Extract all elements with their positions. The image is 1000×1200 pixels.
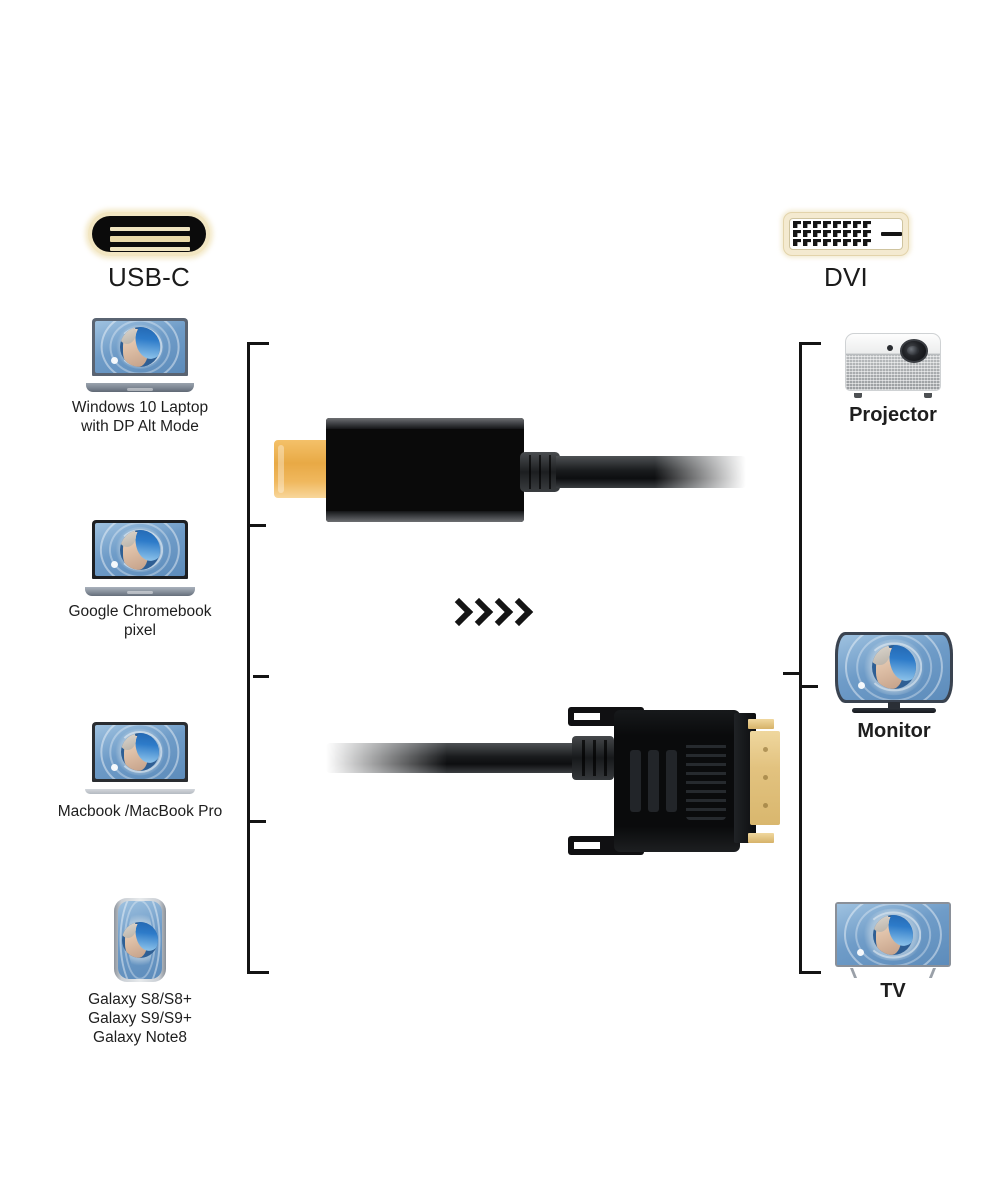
usb-c-strain-relief (520, 452, 560, 492)
bracket-spine (799, 342, 802, 974)
usb-c-plug-tip (274, 440, 334, 498)
device-label-line: pixel (124, 622, 156, 639)
chevron-right-icon (467, 598, 484, 628)
bracket-tick (802, 685, 818, 688)
usb-c-bar (110, 236, 190, 242)
source-device-macbook: Macbook /MacBook Pro (30, 722, 250, 821)
device-label-line: Projector (849, 404, 937, 426)
bracket-cap-top (247, 342, 269, 345)
dvi-plug-icon (326, 707, 786, 855)
dvi-port-label: DVI (824, 262, 868, 292)
bracket-tick (250, 524, 266, 527)
target-device-monitor: Monitor (812, 632, 976, 743)
device-label-line: Monitor (857, 720, 931, 742)
chevron-right-icon (447, 598, 464, 628)
device-label-line: TV (880, 980, 906, 1002)
device-label-line: Google Chromebook (68, 603, 212, 620)
dvi-contact-plate (750, 731, 780, 825)
device-label-line: with DP Alt Mode (81, 418, 199, 435)
signal-flow-arrows (447, 598, 524, 628)
macbook-icon (84, 722, 196, 794)
dvi-blade-pin (881, 232, 902, 236)
tv-icon (835, 902, 951, 978)
laptop-icon (86, 318, 194, 392)
source-device-chromebook: Google Chromebook pixel (30, 520, 250, 640)
bracket-tick (783, 672, 799, 675)
source-device-galaxy-phones: Galaxy S8/S8+ Galaxy S9/S9+ Galaxy Note8 (30, 898, 250, 1047)
chevron-right-icon (507, 598, 524, 628)
target-device-projector: Projector (818, 330, 968, 427)
bracket-tick (250, 820, 266, 823)
monitor-icon (835, 632, 953, 716)
bracket-spine (247, 342, 250, 974)
usb-c-port-label: USB-C (108, 262, 190, 292)
bracket-cap-top (799, 342, 821, 345)
device-label-line: Galaxy Note8 (93, 1029, 187, 1046)
bracket-cap-bottom (799, 971, 821, 974)
device-label-line: Galaxy S9/S9+ (88, 1010, 192, 1027)
cable-wire-lower (326, 743, 578, 773)
usb-c-body (92, 216, 206, 252)
usb-c-bar (110, 227, 190, 231)
source-device-windows-laptop: Windows 10 Laptop with DP Alt Mode (30, 318, 250, 436)
dvi-alignment-pin (748, 833, 774, 843)
cable-wire-upper (556, 456, 746, 488)
bracket-tick (253, 675, 269, 678)
bracket-cap-bottom (247, 971, 269, 974)
chevron-right-icon (487, 598, 504, 628)
usb-c-bar (110, 247, 190, 251)
dvi-pin-grid (793, 221, 872, 247)
device-label-line: Macbook /MacBook Pro (57, 803, 223, 820)
dvi-strain-relief (572, 736, 614, 780)
usb-c-plug-hood (326, 418, 524, 522)
dvi-port-icon (783, 212, 909, 256)
target-device-tv: TV (818, 902, 968, 1003)
projector-icon (845, 330, 941, 398)
usb-c-port-icon (88, 212, 210, 256)
dvi-plug-body (614, 710, 740, 852)
laptop-icon (85, 520, 195, 596)
device-label-line: Windows 10 Laptop (71, 399, 209, 416)
usb-c-plug-icon (274, 418, 754, 528)
dvi-pin-field (789, 218, 903, 250)
device-label-line: Galaxy S8/S8+ (88, 991, 192, 1008)
smartphone-icon (114, 898, 166, 982)
dvi-alignment-pin (748, 719, 774, 729)
